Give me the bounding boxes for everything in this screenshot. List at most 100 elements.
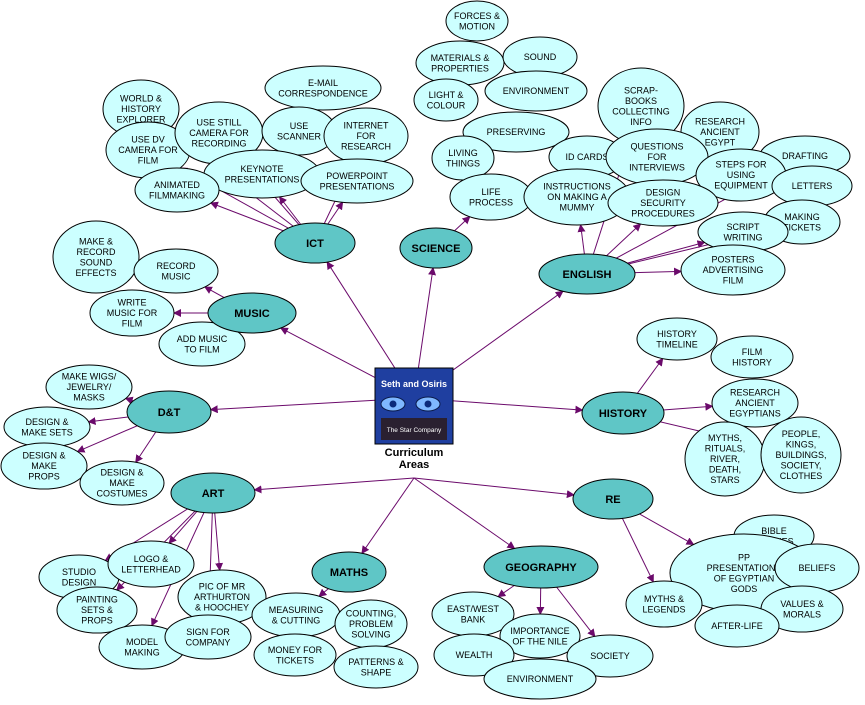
node-label-line: MAKING (784, 212, 820, 222)
node-label-line: PAINTING (76, 595, 118, 605)
node-label-line: BELIEFS (798, 563, 835, 573)
topic-node-geography: ENVIRONMENT (483, 658, 597, 700)
topic-node-science: PRESERVING (462, 111, 570, 153)
subject-node-science: SCIENCE (399, 227, 473, 269)
node-label-line: ID CARDS (565, 152, 608, 162)
topic-bubble (680, 244, 786, 296)
connector-arrow (253, 477, 415, 494)
topic-node-science: ENVIRONMENT (484, 70, 588, 112)
node-label-line: ANIMATED (154, 180, 200, 190)
node-label-line: COLLECTING (612, 106, 670, 116)
node-label-line: ENVIRONMENT (507, 674, 574, 684)
node-label-line: EGYPT (705, 138, 736, 148)
node-label-line: SHAPE (361, 667, 392, 677)
subject-node-dt: D&T (126, 390, 212, 434)
topic-bubble (133, 248, 219, 294)
node-label-line: SOUND (524, 52, 557, 62)
node-label-line: EQUIPMENT (714, 181, 768, 191)
node-label-line: RESEARCH (730, 388, 780, 398)
node-label-line: WRITING (724, 232, 763, 242)
node-label-line: VALUES & (780, 599, 823, 609)
cover-pupil-graphic (424, 400, 432, 408)
node-label-line: HISTORY (121, 104, 161, 114)
subject-node-maths: MATHS (311, 551, 387, 593)
node-label-line: HISTORY (657, 329, 697, 339)
topic-bubble (45, 364, 133, 410)
node-label-line: PROPS (28, 472, 60, 482)
node-label-line: SCRAP- (624, 85, 658, 95)
node-label-line: PRESENTATIONS (225, 174, 300, 184)
node-label-line: LIGHT & (429, 90, 464, 100)
topic-bubble (636, 317, 718, 361)
node-label-line: MAKE & (79, 236, 113, 246)
node-label-line: EGYPTIANS (729, 409, 781, 419)
node-label-line: PIC OF MR (199, 582, 246, 592)
node-label-line: LEGENDS (642, 604, 685, 614)
subject-bubble (581, 391, 665, 435)
node-label-line: LETTERHEAD (121, 564, 181, 574)
node-label-line: ENVIRONMENT (503, 86, 570, 96)
node-label-line: SECURITY (640, 198, 686, 208)
topic-bubble (158, 321, 246, 367)
topic-bubble (0, 442, 88, 490)
node-label-line: MAKE WIGS/ (62, 372, 117, 382)
node-label-line: EXPLORER (116, 115, 166, 125)
topic-bubble (433, 633, 515, 677)
node-label-line: LOGO & (134, 554, 169, 564)
topic-node-re: BELIEFS (774, 543, 860, 593)
node-label-line: PROCEDURES (631, 209, 695, 219)
node-label-line: OF THE NILE (512, 636, 567, 646)
node-label-line: PROPS (81, 616, 113, 626)
node-label-line: MODEL (126, 637, 158, 647)
node-label-line: BIBLE (761, 526, 787, 536)
node-label-line: MAKING (124, 647, 160, 657)
node-label-line: SOCIETY, (781, 461, 822, 471)
node-label-line: PROPERTIES (431, 63, 489, 73)
subject-node-english: ENGLISH (538, 253, 636, 295)
node-label-line: TICKETS (276, 655, 314, 665)
node-label-line: MONEY FOR (268, 645, 323, 655)
node-label-line: MATERIALS & (431, 53, 490, 63)
subject-bubble (572, 478, 654, 520)
node-label-line: DESIGN (62, 577, 97, 587)
node-label-line: CORRESPONDENCE (278, 88, 368, 98)
node-label-line: IMPORTANCE (510, 626, 569, 636)
node-label-line: DESIGN & (25, 417, 68, 427)
node-label-line: MUMMY (560, 203, 595, 213)
center-caption: Curriculum (385, 447, 444, 459)
subject-bubble (311, 551, 387, 593)
node-label-line: PROCESS (469, 197, 513, 207)
node-label-line: FILM (723, 276, 744, 286)
node-label-line: TICKETS (783, 222, 821, 232)
node-label-line: FORCES & (454, 11, 500, 21)
subject-label: MUSIC (234, 308, 270, 320)
node-label-line: LETTERS (792, 181, 833, 191)
topic-bubble (56, 586, 138, 634)
node-label-line: RESEARCH (695, 117, 745, 127)
node-label-line: DESIGN & (22, 451, 65, 461)
topic-bubble (264, 65, 382, 111)
node-label-line: BOOKS (625, 96, 657, 106)
subject-label: MATHS (330, 567, 368, 579)
node-label-line: BUILDINGS, (775, 450, 826, 460)
node-label-line: PEOPLE, (782, 429, 821, 439)
topic-bubble (694, 604, 780, 648)
node-label-line: USE DV (131, 135, 165, 145)
node-label-line: JEWELRY/ (67, 382, 112, 392)
